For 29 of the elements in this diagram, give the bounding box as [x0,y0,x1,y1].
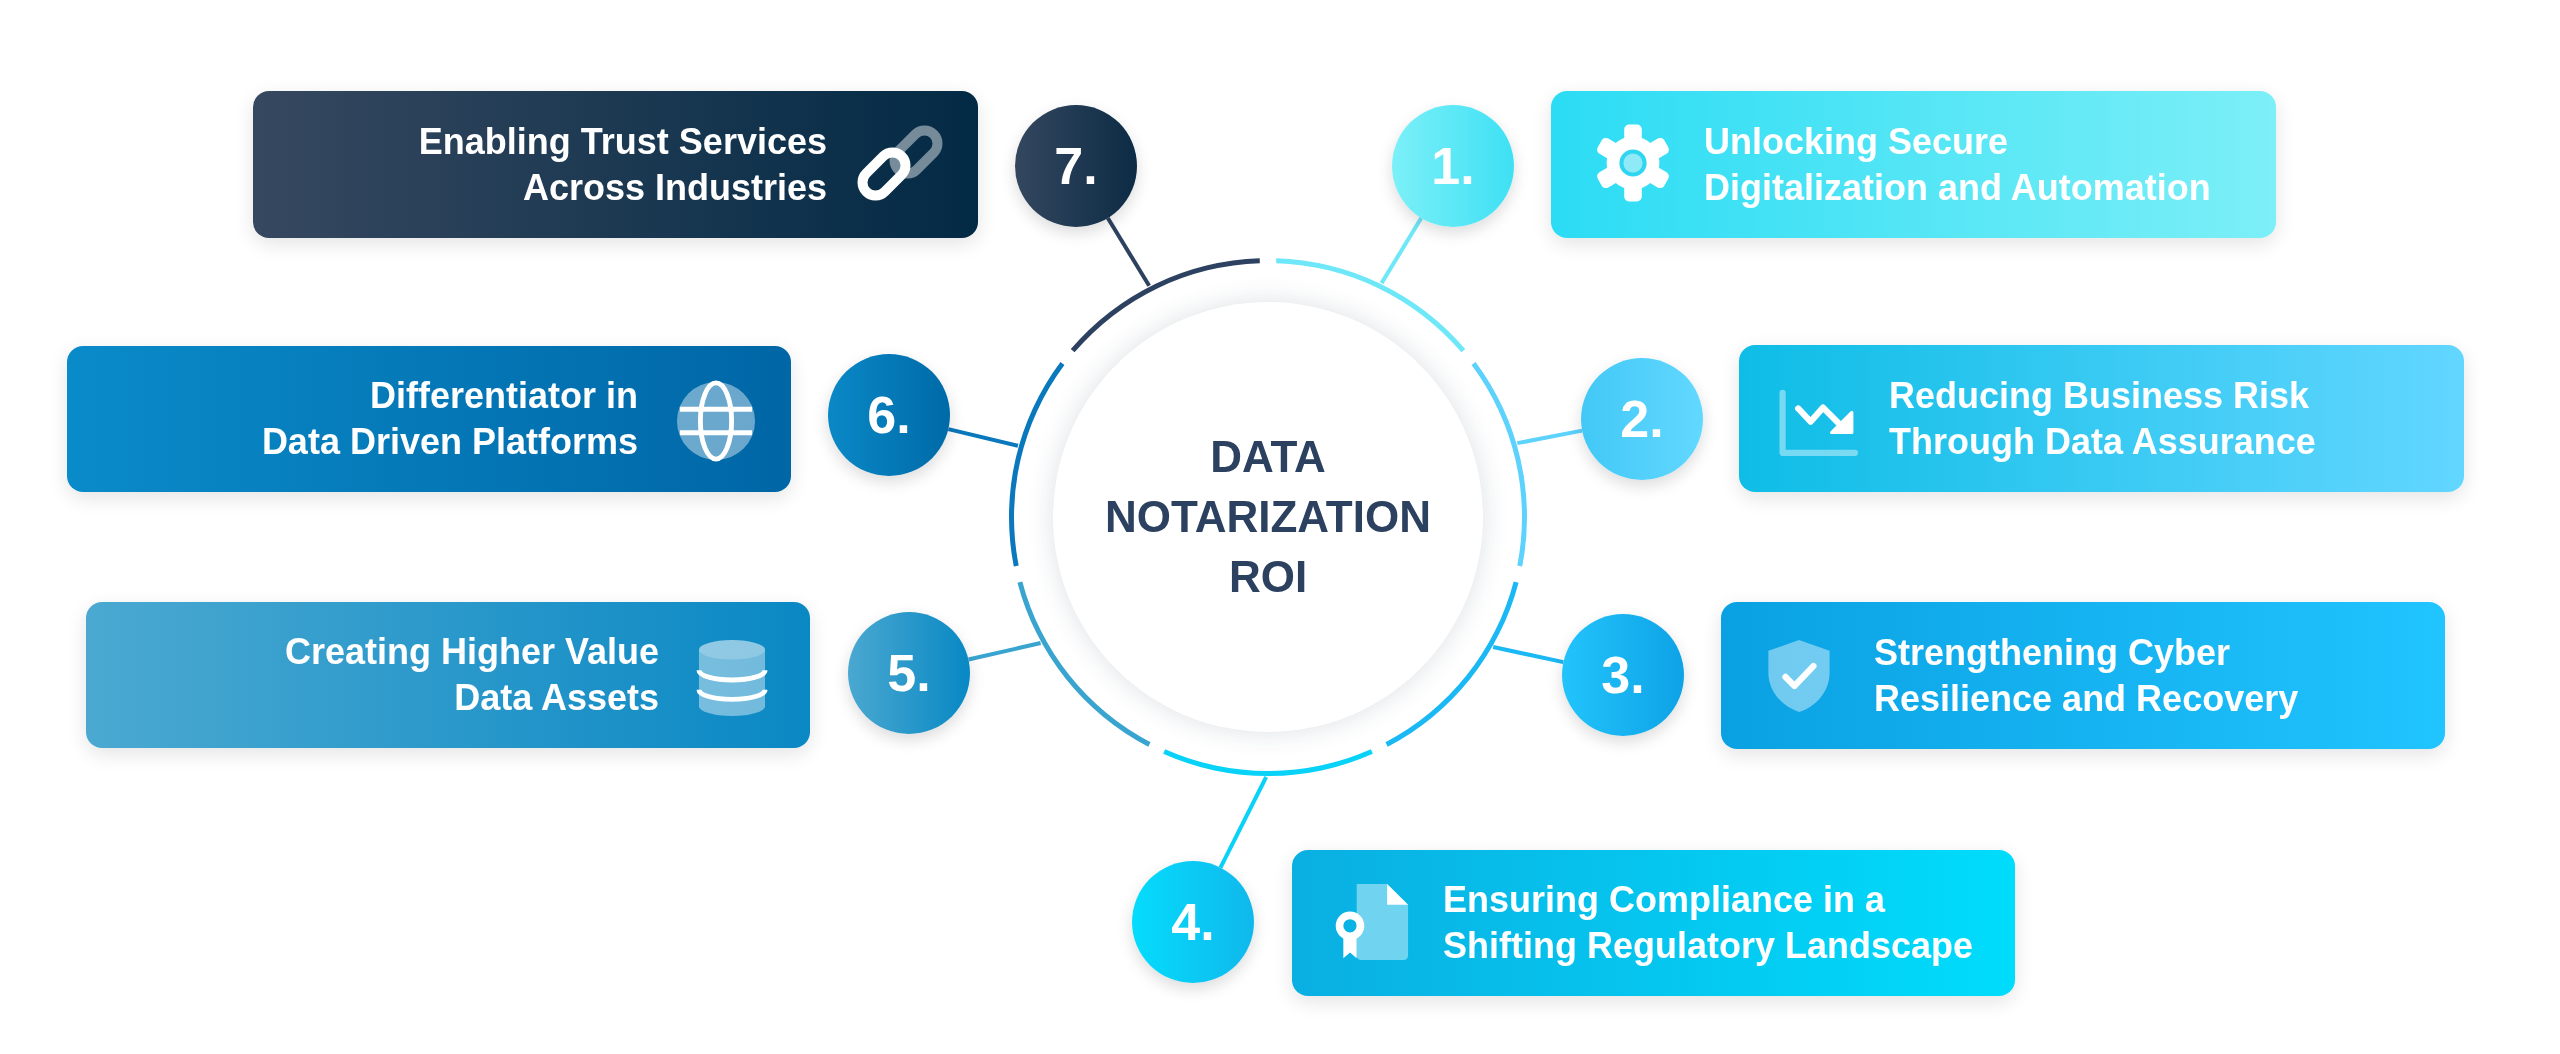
connector-line [1218,776,1268,869]
step-label: Differentiator in Data Driven Platforms [261,374,638,464]
step-label: Enabling Trust Services Across Industries [418,119,827,210]
connector-line [1106,217,1151,287]
hub-title: DATA NOTARIZATION ROI [1105,431,1431,603]
connector-line [1492,645,1564,665]
step-number: 2. [1581,358,1703,480]
step-number: 4. [1132,861,1254,983]
connector-line [1379,217,1423,285]
step-number: 6. [828,354,950,476]
step-card [86,602,810,748]
step-card [1292,850,2015,996]
step-label: Reducing Business Risk Through Data Assurance [1889,373,2316,464]
connector-line [947,427,1019,448]
step-card [253,91,978,238]
connector-line [1516,428,1583,446]
step-card [1721,602,2445,749]
connector-line [968,641,1042,662]
step-number: 7. [1015,105,1137,227]
step-number: 1. [1392,105,1514,227]
step-label: Ensuring Compliance in a Shifting Regulatory Landscape [1443,878,1974,968]
step-number: 3. [1562,614,1684,736]
step-card [1551,91,2276,238]
step-label: Unlocking Secure Digitalization and Automation [1704,119,2211,210]
step-number: 5. [848,612,970,734]
step-label: Strengthening Cyber Resilience and Recovery [1874,630,2299,721]
step-card [67,346,791,492]
step-card [1739,345,2464,492]
step-label: Creating Higher Value Data Assets [284,630,659,720]
